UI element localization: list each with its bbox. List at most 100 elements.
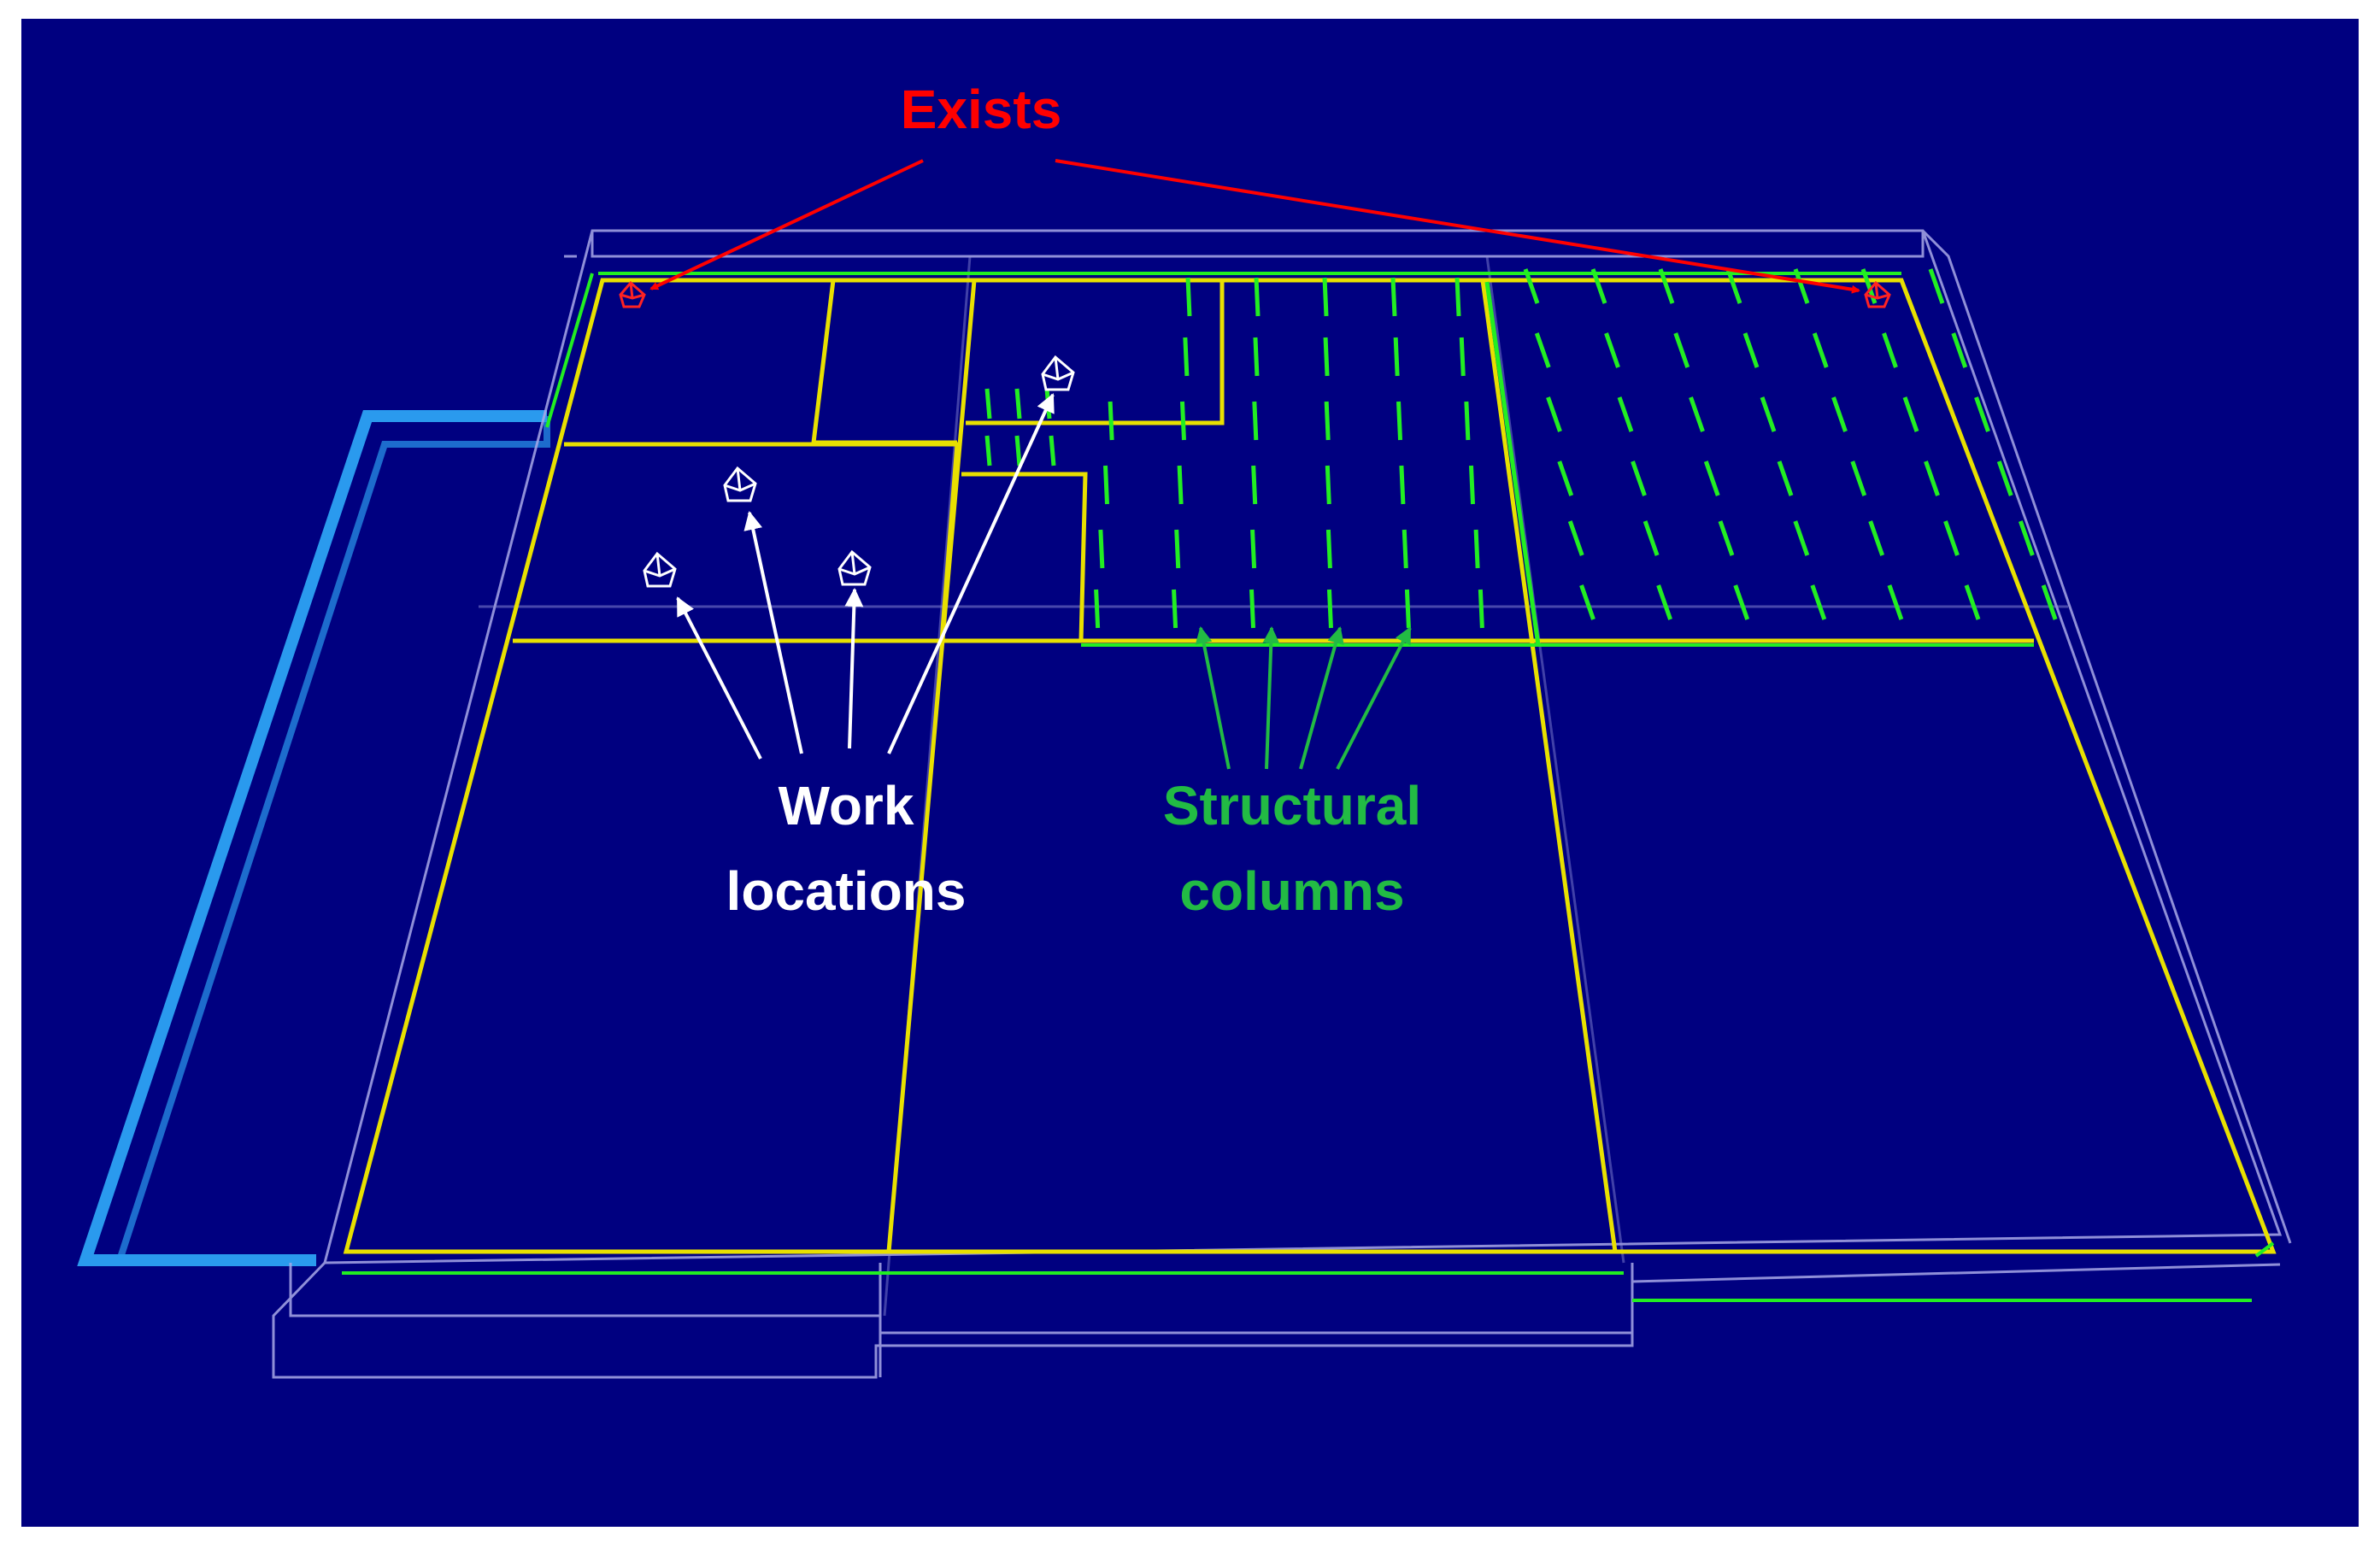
structural-column (1322, 277, 1329, 317)
structural-column (1094, 589, 1101, 629)
structural-column (1996, 461, 2013, 496)
structural-column-grid (984, 268, 2058, 629)
work-location-marker-1 (643, 551, 677, 588)
structural-column (1733, 584, 1750, 620)
structural-column (1250, 529, 1257, 569)
structural-column (1831, 396, 1848, 432)
structural-column (1760, 396, 1777, 432)
structural-column (1534, 332, 1551, 368)
work-location-marker-icon (723, 466, 757, 502)
structural-column (1887, 584, 1904, 620)
structural-column (1718, 520, 1735, 556)
structural-column (2018, 520, 2035, 556)
structural-column (1567, 520, 1584, 556)
structural-column (1252, 401, 1259, 441)
structural-column (1850, 461, 1867, 496)
structural-column (1325, 465, 1331, 505)
structural-column (1459, 337, 1466, 377)
work-location-marker-2 (723, 466, 757, 502)
structural-column (1177, 465, 1184, 505)
structural-column (1253, 337, 1260, 377)
structural-column (1254, 277, 1261, 317)
structural-column (1108, 401, 1114, 441)
structural-column (1868, 520, 1885, 556)
structural-column (2041, 584, 2058, 620)
structural-column (1464, 401, 1471, 441)
structural-column (1617, 396, 1634, 432)
structural-column (1604, 332, 1620, 368)
structural-column (1174, 529, 1181, 569)
structural-column (1014, 435, 1022, 466)
work-location-marker-icon (643, 551, 677, 588)
structural-column (1631, 461, 1647, 496)
structural-column (1185, 277, 1192, 317)
structural-column (1812, 332, 1829, 368)
structural-column (1590, 268, 1607, 304)
structural-column (1546, 396, 1562, 432)
exit-marker-icon (1864, 280, 1891, 308)
work-location-marker-icon (837, 549, 872, 586)
structural-column (1469, 465, 1475, 505)
structural-column (1523, 268, 1540, 304)
structural-column (1725, 268, 1742, 304)
structural-column (1777, 461, 1794, 496)
bridge-walkway (77, 410, 550, 1266)
structural-column (1658, 268, 1675, 304)
structural-column (1103, 465, 1109, 505)
structural-column (1557, 461, 1574, 496)
structural-column (1882, 332, 1898, 368)
work-locations-label-line2: locations (726, 860, 967, 922)
structural-column (1393, 337, 1400, 377)
exits-label: Exists (901, 79, 1062, 140)
3d-viewport[interactable] (21, 19, 2359, 1527)
structural-column (1098, 529, 1105, 569)
structural-column (1014, 388, 1022, 419)
structural-column (1478, 589, 1484, 629)
structural-column (1249, 589, 1256, 629)
structural-column (1793, 268, 1810, 304)
structural-column (1902, 396, 1919, 432)
structural-column (1324, 401, 1331, 441)
structural-column (1473, 529, 1480, 569)
structural-column (1454, 277, 1461, 317)
exits-arrows (649, 159, 1860, 294)
work-locations-arrows (676, 393, 1055, 760)
structural-column (1183, 337, 1190, 377)
structural-column (1049, 435, 1056, 466)
structural-column (1742, 332, 1760, 368)
structural-column (1703, 461, 1720, 496)
structural-column (1943, 520, 1960, 556)
structural-column (1924, 461, 1940, 496)
structural-column (1642, 520, 1660, 556)
exit-marker-right (1864, 280, 1891, 308)
work-location-marker-3 (837, 549, 872, 586)
structural-column (1396, 401, 1403, 441)
structural-column (1673, 332, 1690, 368)
structural-column (1689, 396, 1705, 432)
work-locations-label-line1: Work (779, 775, 914, 836)
structural-column (1179, 401, 1186, 441)
structural-columns-label-line2: columns (1179, 860, 1404, 922)
structural-column (1951, 332, 1968, 368)
green-edge-lines (342, 272, 2275, 1302)
structural-column (1323, 337, 1330, 377)
structural-column (1399, 465, 1406, 505)
structural-column (1964, 584, 1981, 620)
structural-column (984, 435, 992, 466)
structural-column (1656, 584, 1672, 620)
structural-column (1251, 465, 1258, 505)
exit-marker-left (619, 280, 646, 308)
structural-column (1810, 584, 1827, 620)
structural-column (1402, 529, 1408, 569)
structural-column (1172, 589, 1178, 629)
structural-column (1326, 589, 1333, 629)
structural-column (1928, 268, 1945, 304)
structural-column (1974, 396, 1990, 432)
work-location-marker-4 (1041, 355, 1075, 391)
exit-marker-icon (619, 280, 646, 308)
structural-columns-arrows (1195, 626, 1412, 770)
work-location-marker-icon (1041, 355, 1075, 391)
structural-column (1793, 520, 1810, 556)
structural-columns-label-line1: Structural (1163, 775, 1421, 836)
